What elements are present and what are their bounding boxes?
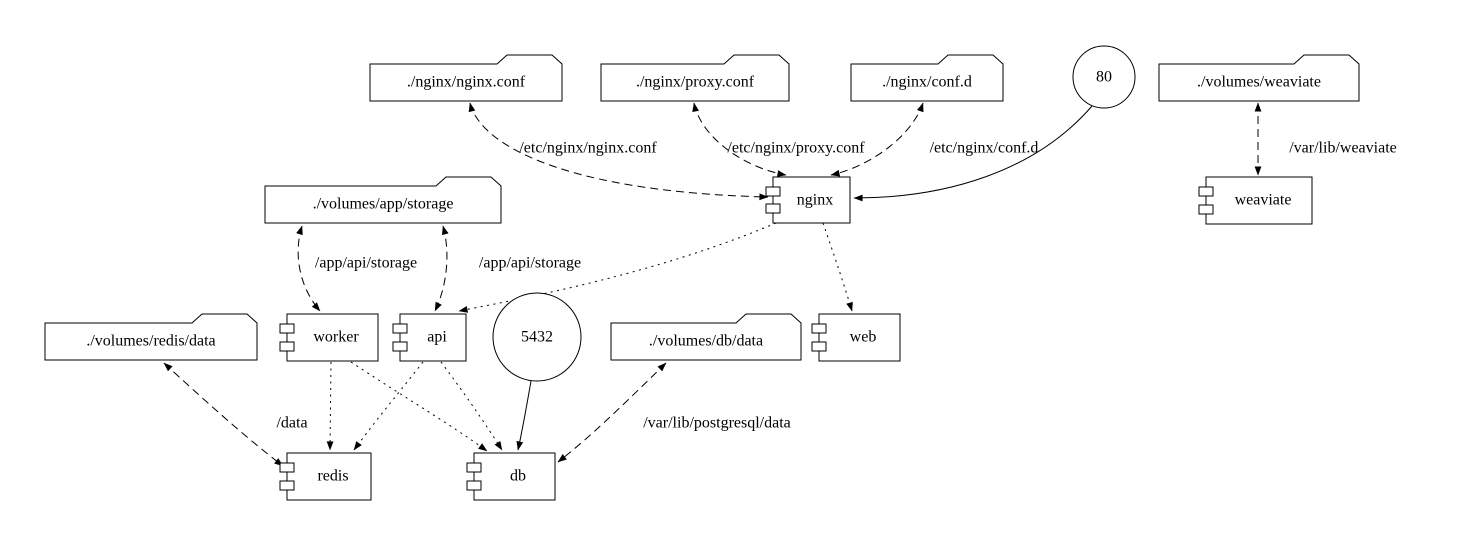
edge-nginx-confd bbox=[830, 102, 924, 177]
component-tab-icon bbox=[765, 203, 781, 214]
component-box bbox=[1205, 176, 1313, 225]
node-label: ./nginx/conf.d bbox=[882, 74, 972, 91]
component-box bbox=[772, 176, 851, 224]
edge-label-conf-d: /etc/nginx/conf.d bbox=[930, 140, 1039, 157]
component-tab-icon bbox=[279, 341, 295, 352]
folder-icon bbox=[369, 54, 563, 102]
node-label: ./volumes/weaviate bbox=[1197, 74, 1321, 91]
node-label: ./nginx/proxy.conf bbox=[636, 74, 755, 91]
folder-icon bbox=[850, 54, 1004, 102]
edge-worker-db bbox=[350, 361, 488, 452]
node-label: 5432 bbox=[521, 329, 553, 346]
edge-label-proxy-conf: /etc/nginx/proxy.conf bbox=[727, 140, 865, 157]
edge-nginx-api bbox=[458, 222, 777, 313]
port-circle-icon bbox=[492, 292, 582, 382]
port-circle-icon bbox=[1072, 45, 1136, 109]
component-box bbox=[473, 452, 556, 501]
node-worker: worker bbox=[279, 313, 379, 362]
component-tab-icon bbox=[1198, 186, 1214, 197]
edge-nginx-web bbox=[822, 222, 853, 312]
edge-worker-storage bbox=[296, 225, 321, 312]
folder-icon bbox=[1158, 54, 1360, 102]
node-layer: ./nginx/nginx.conf ./nginx/proxy.conf ./… bbox=[44, 45, 1360, 501]
component-tab-icon bbox=[392, 341, 408, 352]
edge-worker-redis bbox=[326, 361, 334, 451]
component-tab-icon bbox=[811, 323, 827, 334]
node-db: db bbox=[466, 452, 556, 501]
node-label: worker bbox=[313, 329, 359, 346]
component-box bbox=[286, 452, 372, 501]
component-tab-icon bbox=[466, 480, 482, 491]
node-proxy-conf-file: ./nginx/proxy.conf bbox=[600, 54, 790, 102]
folder-icon bbox=[44, 313, 258, 361]
node-volumes-weaviate: ./volumes/weaviate bbox=[1158, 54, 1360, 102]
edge-nginx-proxyconf bbox=[692, 102, 787, 177]
node-volumes-db-data: ./volumes/db/data bbox=[610, 313, 802, 361]
component-box bbox=[399, 313, 467, 362]
node-redis: redis bbox=[279, 452, 372, 501]
component-tab-icon bbox=[279, 480, 295, 491]
node-label: web bbox=[850, 329, 877, 346]
edge-label-worker-storage: /app/api/storage bbox=[315, 255, 417, 272]
edge-label-layer: /etc/nginx/nginx.conf /etc/nginx/proxy.c… bbox=[276, 140, 1396, 432]
edge-layer bbox=[163, 102, 1262, 467]
edge-port80-nginx bbox=[853, 105, 1093, 202]
edge-label-db-data: /var/lib/postgresql/data bbox=[643, 415, 791, 432]
node-label: nginx bbox=[797, 192, 833, 209]
node-port-80: 80 bbox=[1072, 45, 1136, 109]
edge-api-storage bbox=[434, 225, 449, 312]
edge-label-redis-data: /data bbox=[276, 415, 307, 432]
node-volumes-redis-data: ./volumes/redis/data bbox=[44, 313, 258, 361]
edge-db-volume bbox=[557, 362, 667, 463]
node-api: api bbox=[392, 313, 467, 362]
edge-api-db bbox=[440, 361, 503, 451]
node-label: weaviate bbox=[1235, 192, 1292, 209]
folder-icon bbox=[600, 54, 790, 102]
node-web: web bbox=[811, 313, 901, 362]
edge-label-nginx-conf: /etc/nginx/nginx.conf bbox=[519, 140, 657, 157]
component-tab-icon bbox=[279, 462, 295, 473]
node-label: redis bbox=[317, 468, 348, 485]
folder-icon bbox=[610, 313, 802, 361]
component-tab-icon bbox=[765, 186, 781, 197]
node-label: db bbox=[510, 468, 526, 485]
component-tab-icon bbox=[811, 341, 827, 352]
node-conf-d-dir: ./nginx/conf.d bbox=[850, 54, 1004, 102]
edge-nginx-nginxconf bbox=[468, 102, 769, 201]
edge-port5432-db bbox=[516, 380, 532, 451]
edge-label-api-storage: /app/api/storage bbox=[479, 255, 581, 272]
component-box bbox=[818, 313, 901, 362]
node-label: 80 bbox=[1096, 69, 1112, 86]
node-port-5432: 5432 bbox=[492, 292, 582, 382]
node-nginx: nginx bbox=[765, 176, 851, 224]
edge-label-weaviate: /var/lib/weaviate bbox=[1289, 140, 1397, 157]
component-tab-icon bbox=[466, 462, 482, 473]
node-label: ./volumes/redis/data bbox=[86, 333, 215, 350]
component-tab-icon bbox=[392, 323, 408, 334]
component-tab-icon bbox=[279, 323, 295, 334]
component-box bbox=[286, 313, 379, 362]
node-label: ./nginx/nginx.conf bbox=[407, 74, 526, 91]
node-nginx-conf-file: ./nginx/nginx.conf bbox=[369, 54, 563, 102]
edge-redis-volume bbox=[163, 362, 284, 467]
node-label: api bbox=[427, 329, 447, 346]
node-volumes-app-storage: ./volumes/app/storage bbox=[264, 176, 502, 224]
folder-icon bbox=[264, 176, 502, 224]
node-label: ./volumes/db/data bbox=[649, 333, 763, 350]
node-label: ./volumes/app/storage bbox=[313, 196, 454, 213]
node-weaviate: weaviate bbox=[1198, 176, 1313, 225]
component-tab-icon bbox=[1198, 204, 1214, 215]
edge-api-redis bbox=[353, 361, 424, 451]
